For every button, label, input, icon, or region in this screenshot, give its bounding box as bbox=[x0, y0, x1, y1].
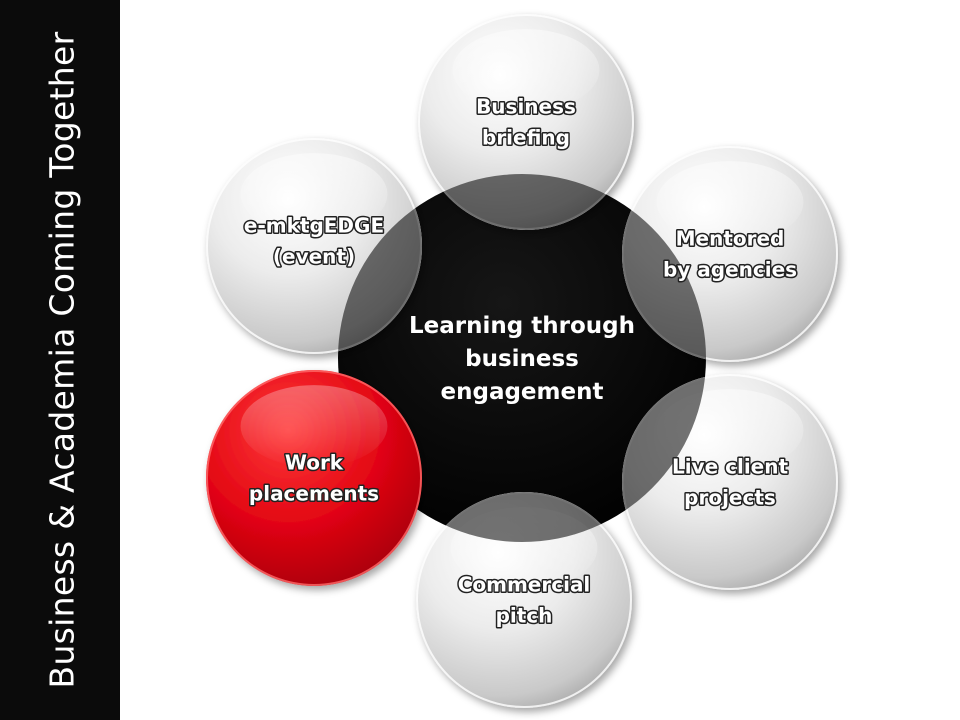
satellite-label-line: pitch bbox=[496, 604, 553, 628]
satellite-label-line: e-mktgEDGE bbox=[244, 214, 384, 238]
satellite-work-placements bbox=[206, 370, 422, 586]
satellite-gloss bbox=[452, 29, 600, 112]
satellite-label-e-mktgedge-event: e-mktgEDGE (event) bbox=[244, 214, 384, 269]
satellite-label-line: Work bbox=[285, 451, 344, 475]
satellite-label-line: (event) bbox=[273, 245, 355, 269]
satellite-label-mentored-by-agencies: Mentored by agencies bbox=[663, 227, 797, 282]
satellite-label-line: briefing bbox=[482, 126, 570, 150]
satellite-label-line: projects bbox=[684, 486, 776, 510]
satellite-label-live-client-projects: Live client projects bbox=[672, 455, 789, 510]
satellite-label-commercial-pitch: Commercial pitch bbox=[458, 573, 591, 628]
satellite-label-line: Live client bbox=[672, 455, 789, 479]
satellite-label-line: Commercial bbox=[458, 573, 591, 597]
satellite-label-business-briefing: Business briefing bbox=[476, 95, 576, 150]
sidebar: Business & Academia Coming Together bbox=[0, 0, 120, 720]
satellite-label-line: Mentored bbox=[676, 227, 785, 251]
satellite-label-line: Business bbox=[476, 95, 576, 119]
satellite-label-line: by agencies bbox=[663, 258, 797, 282]
center-label-line: Learning through bbox=[409, 313, 635, 339]
center-label: Learning through business engagement bbox=[409, 313, 635, 405]
satellite-business-briefing bbox=[418, 14, 634, 230]
satellite-label-line: placements bbox=[249, 482, 379, 506]
center-circle bbox=[338, 174, 706, 542]
satellite-gloss bbox=[240, 153, 388, 236]
center-label-line: business bbox=[465, 346, 579, 372]
satellite-rim bbox=[206, 370, 422, 586]
satellite-label-work-placements: Work placements bbox=[249, 451, 379, 506]
satellite-gloss bbox=[656, 161, 804, 244]
satellite-gloss bbox=[240, 385, 388, 468]
center-label-line: engagement bbox=[441, 379, 604, 405]
